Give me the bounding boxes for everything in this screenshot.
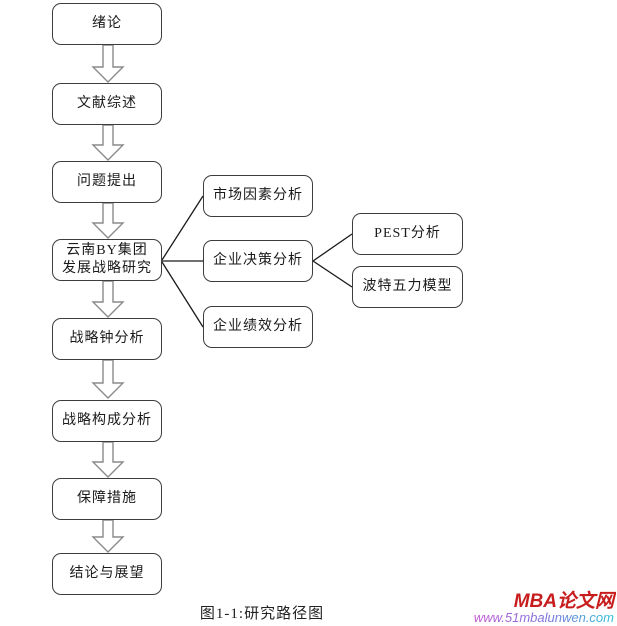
flow-step-problem-statement: 问题提出 (52, 161, 162, 203)
branch-line (161, 195, 204, 261)
watermark-site-url: www.51mbalunwen.com (474, 610, 614, 625)
figure-caption: 图1-1:研究路径图 (199, 606, 325, 622)
flow-step-label: 绪论 (92, 16, 122, 31)
down-arrow (91, 280, 125, 318)
flow-step-label: 战略构成分析 (62, 413, 152, 428)
branch-line (161, 261, 204, 328)
down-arrow (91, 359, 125, 399)
branch-enterprise-performance-analysis: 企业绩效分析 (203, 306, 313, 348)
flow-step-label: 结论与展望 (69, 566, 145, 581)
watermark-site-name: MBA论文网 (514, 590, 616, 612)
down-arrow (91, 44, 125, 83)
flow-step-label: 云南BY集团 发展战略研究 (62, 243, 152, 276)
down-arrow (91, 519, 125, 553)
flow-step-label: 保障措施 (77, 491, 137, 506)
flow-step-introduction: 绪论 (52, 3, 162, 45)
down-arrow (91, 124, 125, 161)
tool-label: 波特五力模型 (362, 279, 453, 294)
flow-step-label: 问题提出 (77, 174, 137, 189)
flow-step-strategy-clock-analysis: 战略钟分析 (52, 318, 162, 360)
flow-step-conclusion-outlook: 结论与展望 (52, 553, 162, 595)
down-arrow (91, 441, 125, 478)
flow-step-label: 文献综述 (77, 96, 137, 111)
branch-lines (161, 195, 353, 328)
branch-label: 企业决策分析 (213, 253, 303, 268)
site-watermark: MBA论文网 www.51mbalunwen.com (474, 590, 616, 625)
flow-step-literature-review: 文献综述 (52, 83, 162, 125)
tool-label: PEST分析 (374, 226, 441, 241)
down-arrow (91, 202, 125, 239)
branch-market-factor-analysis: 市场因素分析 (203, 175, 313, 217)
tool-pest-analysis: PEST分析 (352, 213, 463, 255)
branch-line (312, 260, 353, 288)
branch-line (312, 233, 353, 262)
flow-down-arrows (91, 44, 125, 553)
flow-step-yunnan-by-group-strategy-research: 云南BY集团 发展战略研究 (52, 239, 162, 281)
tool-porter-five-forces: 波特五力模型 (352, 266, 463, 308)
branch-label: 市场因素分析 (213, 188, 303, 203)
flow-step-label: 战略钟分析 (69, 331, 145, 346)
branch-enterprise-decision-analysis: 企业决策分析 (203, 240, 313, 282)
branch-label: 企业绩效分析 (213, 319, 303, 334)
flow-step-safeguard-measures: 保障措施 (52, 478, 162, 520)
flow-step-strategy-composition-analysis: 战略构成分析 (52, 400, 162, 442)
